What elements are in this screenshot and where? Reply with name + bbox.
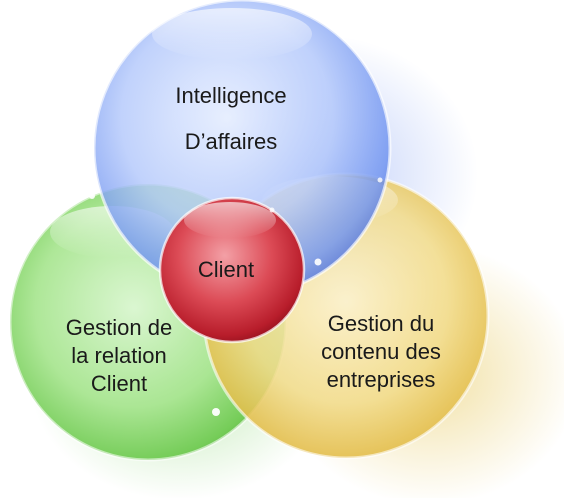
- client-label: Client: [186, 256, 266, 284]
- gestion-contenu-line-3: entreprises: [326, 367, 436, 392]
- gestion-contenu-line-1: Gestion du: [327, 311, 435, 336]
- gestion-relation-line-3: Client: [90, 371, 148, 396]
- gestion-relation-line-2: la relation: [71, 343, 167, 368]
- intelligence-label: Intelligence: [156, 82, 306, 110]
- blue-circle: [92, 0, 392, 298]
- intelligence-line-2: D’affaires: [184, 129, 278, 154]
- gestion-relation-label: Gestion de la relation Client: [44, 314, 194, 398]
- client-line-1: Client: [197, 257, 255, 282]
- intelligence-label-line-2: D’affaires: [156, 128, 306, 156]
- intelligence-line-1: Intelligence: [175, 83, 287, 108]
- gestion-contenu-label: Gestion du contenu des entreprises: [296, 310, 466, 394]
- sparkle-highlights: [89, 177, 383, 416]
- gestion-contenu-line-2: contenu des: [321, 339, 441, 364]
- red-circle: [158, 196, 306, 344]
- gestion-relation-line-1: Gestion de: [65, 315, 173, 340]
